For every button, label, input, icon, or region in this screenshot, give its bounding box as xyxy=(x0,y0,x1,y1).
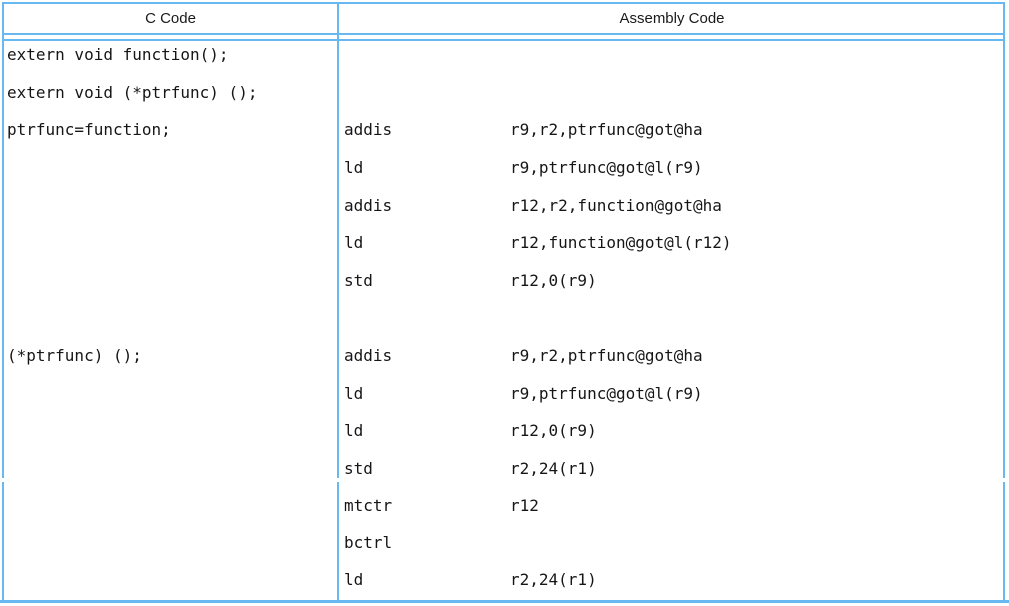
asm-operands: r12 xyxy=(510,496,539,515)
asm-operands: r2,24(r1) xyxy=(510,570,597,589)
asm-line: ld r2,24(r1) xyxy=(344,561,597,599)
table-border-right-upper xyxy=(1003,2,1005,478)
asm-mnemonic: addis xyxy=(344,346,393,365)
asm-mnemonic: ld xyxy=(344,233,364,252)
asm-line: ld r9,ptrfunc@got@l(r9) xyxy=(344,375,703,413)
asm-mnemonic: addis xyxy=(344,120,393,139)
column-divider-lower xyxy=(337,482,339,600)
asm-operands: r9,ptrfunc@got@l(r9) xyxy=(510,158,703,177)
asm-line: bctrl xyxy=(344,524,510,562)
column-header-c-code: C Code xyxy=(145,10,196,27)
asm-line: ld r12,0(r9) xyxy=(344,412,597,450)
asm-mnemonic: std xyxy=(344,459,373,478)
asm-line: std r12,0(r9) xyxy=(344,262,597,300)
column-divider-upper xyxy=(337,2,339,478)
asm-mnemonic: ld xyxy=(344,158,364,177)
asm-operands: r2,24(r1) xyxy=(510,459,597,478)
column-header-assembly-code: Assembly Code xyxy=(619,10,725,27)
table-border-right-lower xyxy=(1003,482,1005,600)
asm-operands: r12,0(r9) xyxy=(510,421,597,440)
asm-mnemonic: ld xyxy=(344,384,364,403)
asm-line: addis r12,r2,function@got@ha xyxy=(344,187,722,225)
asm-operands: r9,ptrfunc@got@l(r9) xyxy=(510,384,703,403)
asm-operands: r9,r2,ptrfunc@got@ha xyxy=(510,120,703,139)
asm-operands: r9,r2,ptrfunc@got@ha xyxy=(510,346,703,365)
c-code-line: extern void (*ptrfunc) (); xyxy=(7,83,258,102)
c-code-line: ptrfunc=function; xyxy=(7,120,171,139)
table-border-bottom xyxy=(0,600,1009,603)
asm-mnemonic: mtctr xyxy=(344,496,393,515)
header-separator-line-1 xyxy=(2,33,1005,35)
table-border-top xyxy=(2,2,1005,4)
asm-operands: r12,r2,function@got@ha xyxy=(510,196,722,215)
asm-line: mtctr r12 xyxy=(344,487,539,525)
asm-line: addis r9,r2,ptrfunc@got@ha xyxy=(344,111,703,149)
asm-line: std r2,24(r1) xyxy=(344,450,597,488)
table-border-left-upper xyxy=(2,2,4,478)
asm-line: ld r9,ptrfunc@got@l(r9) xyxy=(344,149,703,187)
asm-mnemonic: ld xyxy=(344,570,364,589)
asm-operands: r12,0(r9) xyxy=(510,271,597,290)
table-border-left-lower xyxy=(2,482,4,600)
asm-mnemonic: addis xyxy=(344,196,393,215)
asm-line: ld r12,function@got@l(r12) xyxy=(344,224,732,262)
asm-mnemonic: ld xyxy=(344,421,364,440)
asm-line: addis r9,r2,ptrfunc@got@ha xyxy=(344,337,703,375)
c-code-line: (*ptrfunc) (); xyxy=(7,346,142,365)
header-separator-line-2 xyxy=(2,39,1005,41)
c-code-line: extern void function(); xyxy=(7,45,229,64)
asm-mnemonic: bctrl xyxy=(344,533,393,552)
asm-mnemonic: std xyxy=(344,271,373,290)
asm-operands: r12,function@got@l(r12) xyxy=(510,233,732,252)
